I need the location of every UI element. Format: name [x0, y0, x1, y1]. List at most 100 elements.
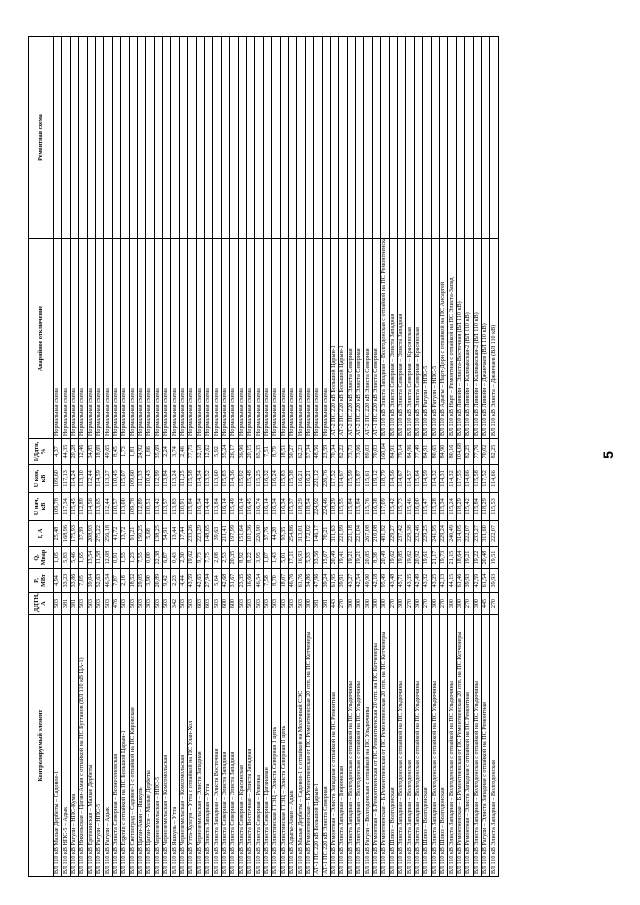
table-row: ВЛ 110 кВ Элиста Западная – Волгодонская… — [405, 36, 415, 877]
table-cell: 115,84 — [473, 492, 482, 521]
table-cell: 116,14 — [263, 492, 272, 521]
table-cell: 115,07 — [120, 464, 130, 493]
table-cell: 27,94 — [204, 568, 213, 593]
table-cell: 300 — [305, 592, 314, 615]
table-cell: 19,21 — [347, 546, 356, 569]
table-cell: 19,21 — [355, 546, 364, 569]
table-cell: 1,55 — [120, 546, 130, 569]
table-cell: 42,49 — [414, 568, 423, 593]
table-cell: 19,51 — [489, 546, 499, 569]
table-cell: 114,57 — [405, 464, 415, 493]
table-row: ВЛ 110 кВ Малые Дербеты – Садовое-1 с от… — [296, 36, 306, 877]
table-cell — [204, 36, 213, 239]
table-cell: 39,04 — [87, 568, 96, 593]
table-cell: 342 — [170, 592, 180, 615]
table-cell — [464, 36, 474, 239]
table-cell: 84,91 — [422, 438, 432, 465]
table-cell: 115,61 — [363, 464, 373, 493]
table-cell: 33,56 — [313, 546, 322, 569]
table-cell: 503 — [95, 592, 104, 615]
table-row: ВЛ 110 кВ Рагули – Волгодонская с отпайк… — [363, 36, 373, 877]
table-cell: 111,33 — [137, 464, 146, 493]
table-cell: 115,49 — [229, 492, 239, 521]
table-cell — [70, 36, 79, 239]
table-cell: АТ-2 ПС 220 кВ Элиста Северная — [347, 238, 356, 439]
table-cell: 19,62 — [389, 546, 398, 569]
table-cell: 118,54 — [305, 492, 314, 521]
table-cell: 115,64 — [414, 464, 423, 493]
table-cell: ВЛ 110 кВ Элиста Западная – Волгодонская… — [347, 614, 356, 877]
table-cell: 233,27 — [473, 520, 482, 547]
table-cell: АТ-2 ПС 220 кВ Большой Царын-1 — [330, 238, 339, 439]
table-cell: 115,83 — [221, 464, 230, 493]
table-cell: 114,36 — [229, 464, 239, 493]
table-cell — [489, 36, 499, 239]
table-row: ВЛ 110 кВ Черноземельская – Комсомольска… — [179, 36, 188, 877]
table-cell — [380, 36, 390, 239]
table-cell — [296, 36, 306, 239]
table-cell: 503 — [120, 592, 130, 615]
table-cell: 8,22 — [246, 546, 255, 569]
table-cell: 223,29 — [196, 520, 205, 547]
table-cell: 35,69 — [154, 438, 163, 465]
table-cell: 34,85 — [87, 438, 96, 465]
table-row: ВЛ 110 кВ Элиста Западная – Волгодонская… — [355, 36, 364, 877]
table-cell: 70,21 — [322, 520, 331, 547]
table-cell: Нормальная схема — [271, 238, 281, 439]
table-cell: 7,75 — [204, 546, 213, 569]
table-cell: 2,53 — [221, 546, 230, 569]
table-row: ВЛ 110 кВ Элиста Западная – Волгодонская… — [489, 36, 499, 877]
table-cell: 117,55 — [456, 464, 465, 493]
table-cell: 1,07 — [263, 546, 272, 569]
table-cell: 503 — [246, 592, 255, 615]
table-cell: ВЛ 110 кВ Элистинская ГТЭЦ – Элиста Севе… — [280, 614, 289, 877]
table-cell: 2,24 — [162, 438, 171, 465]
table-cell — [313, 36, 322, 239]
table-cell: 43,27 — [347, 568, 356, 593]
table-cell: ВЛ 110 кВ Линейн – Калмыкская-2 (ВЛ 110 … — [464, 238, 474, 439]
table-cell: 118,29 — [296, 492, 306, 521]
table-cell: 503 — [212, 592, 222, 615]
table-cell: 381 — [70, 592, 79, 615]
table-cell: 300 — [397, 592, 406, 615]
table-cell: 115,58 — [473, 464, 482, 493]
table-cell: 20,15 — [246, 438, 255, 465]
table-cell: ВЛ 110 кВ Шлюз – Волгодонская — [422, 614, 432, 877]
table-cell: 115,24 — [447, 492, 457, 521]
table-cell: 117,52 — [481, 464, 490, 493]
table-cell: 18,07 — [280, 568, 289, 593]
table-cell: 2,23 — [170, 568, 180, 593]
table-cell: 115,38 — [288, 464, 297, 493]
table-cell: 270 — [338, 592, 348, 615]
table-cell: 116,21 — [305, 464, 314, 493]
column-header: I/Ддтн, % — [28, 438, 54, 465]
table-cell: 116,00 — [414, 492, 423, 521]
table-cell: 240,49 — [447, 520, 457, 547]
table-cell: 208,93 — [87, 520, 96, 547]
table-cell: 221,99 — [338, 520, 348, 547]
table-cell: 18,69 — [95, 438, 104, 465]
table-cell: 115,02 — [238, 464, 247, 493]
table-cell: 314,05 — [456, 520, 465, 547]
table-cell: 151,64 — [238, 520, 247, 547]
table-cell: 116,45 — [246, 492, 255, 521]
table-cell: ВЛ 110 кВ Элиста – Джанчаев (ВЛ 110 кВ) — [489, 238, 499, 439]
table-cell: 80,16 — [447, 438, 457, 465]
table-cell: 22,38 — [154, 546, 163, 569]
table-cell: 44,15 — [447, 568, 457, 593]
table-cell: 73,73 — [347, 438, 356, 465]
table-cell: 114,44 — [204, 492, 213, 521]
table-cell: 46,54 — [103, 568, 113, 593]
table-cell: 0,00 — [145, 546, 155, 569]
table-cell: 267,08 — [363, 520, 373, 547]
table-cell: ВЛ 110 кВ Малые Дербеты – Садовое-1 — [53, 614, 62, 877]
table-cell — [129, 36, 138, 239]
table-cell: ВЛ 110 кВ Элиста Западная – Бюрюнская — [338, 614, 348, 877]
table-cell: 168,96 — [61, 520, 71, 547]
table-cell: 114,24 — [70, 464, 79, 493]
table-row: ВЛ 110 кВ Черноземельская – Элиста Запад… — [196, 36, 205, 877]
table-cell: 114,32 — [447, 464, 457, 493]
